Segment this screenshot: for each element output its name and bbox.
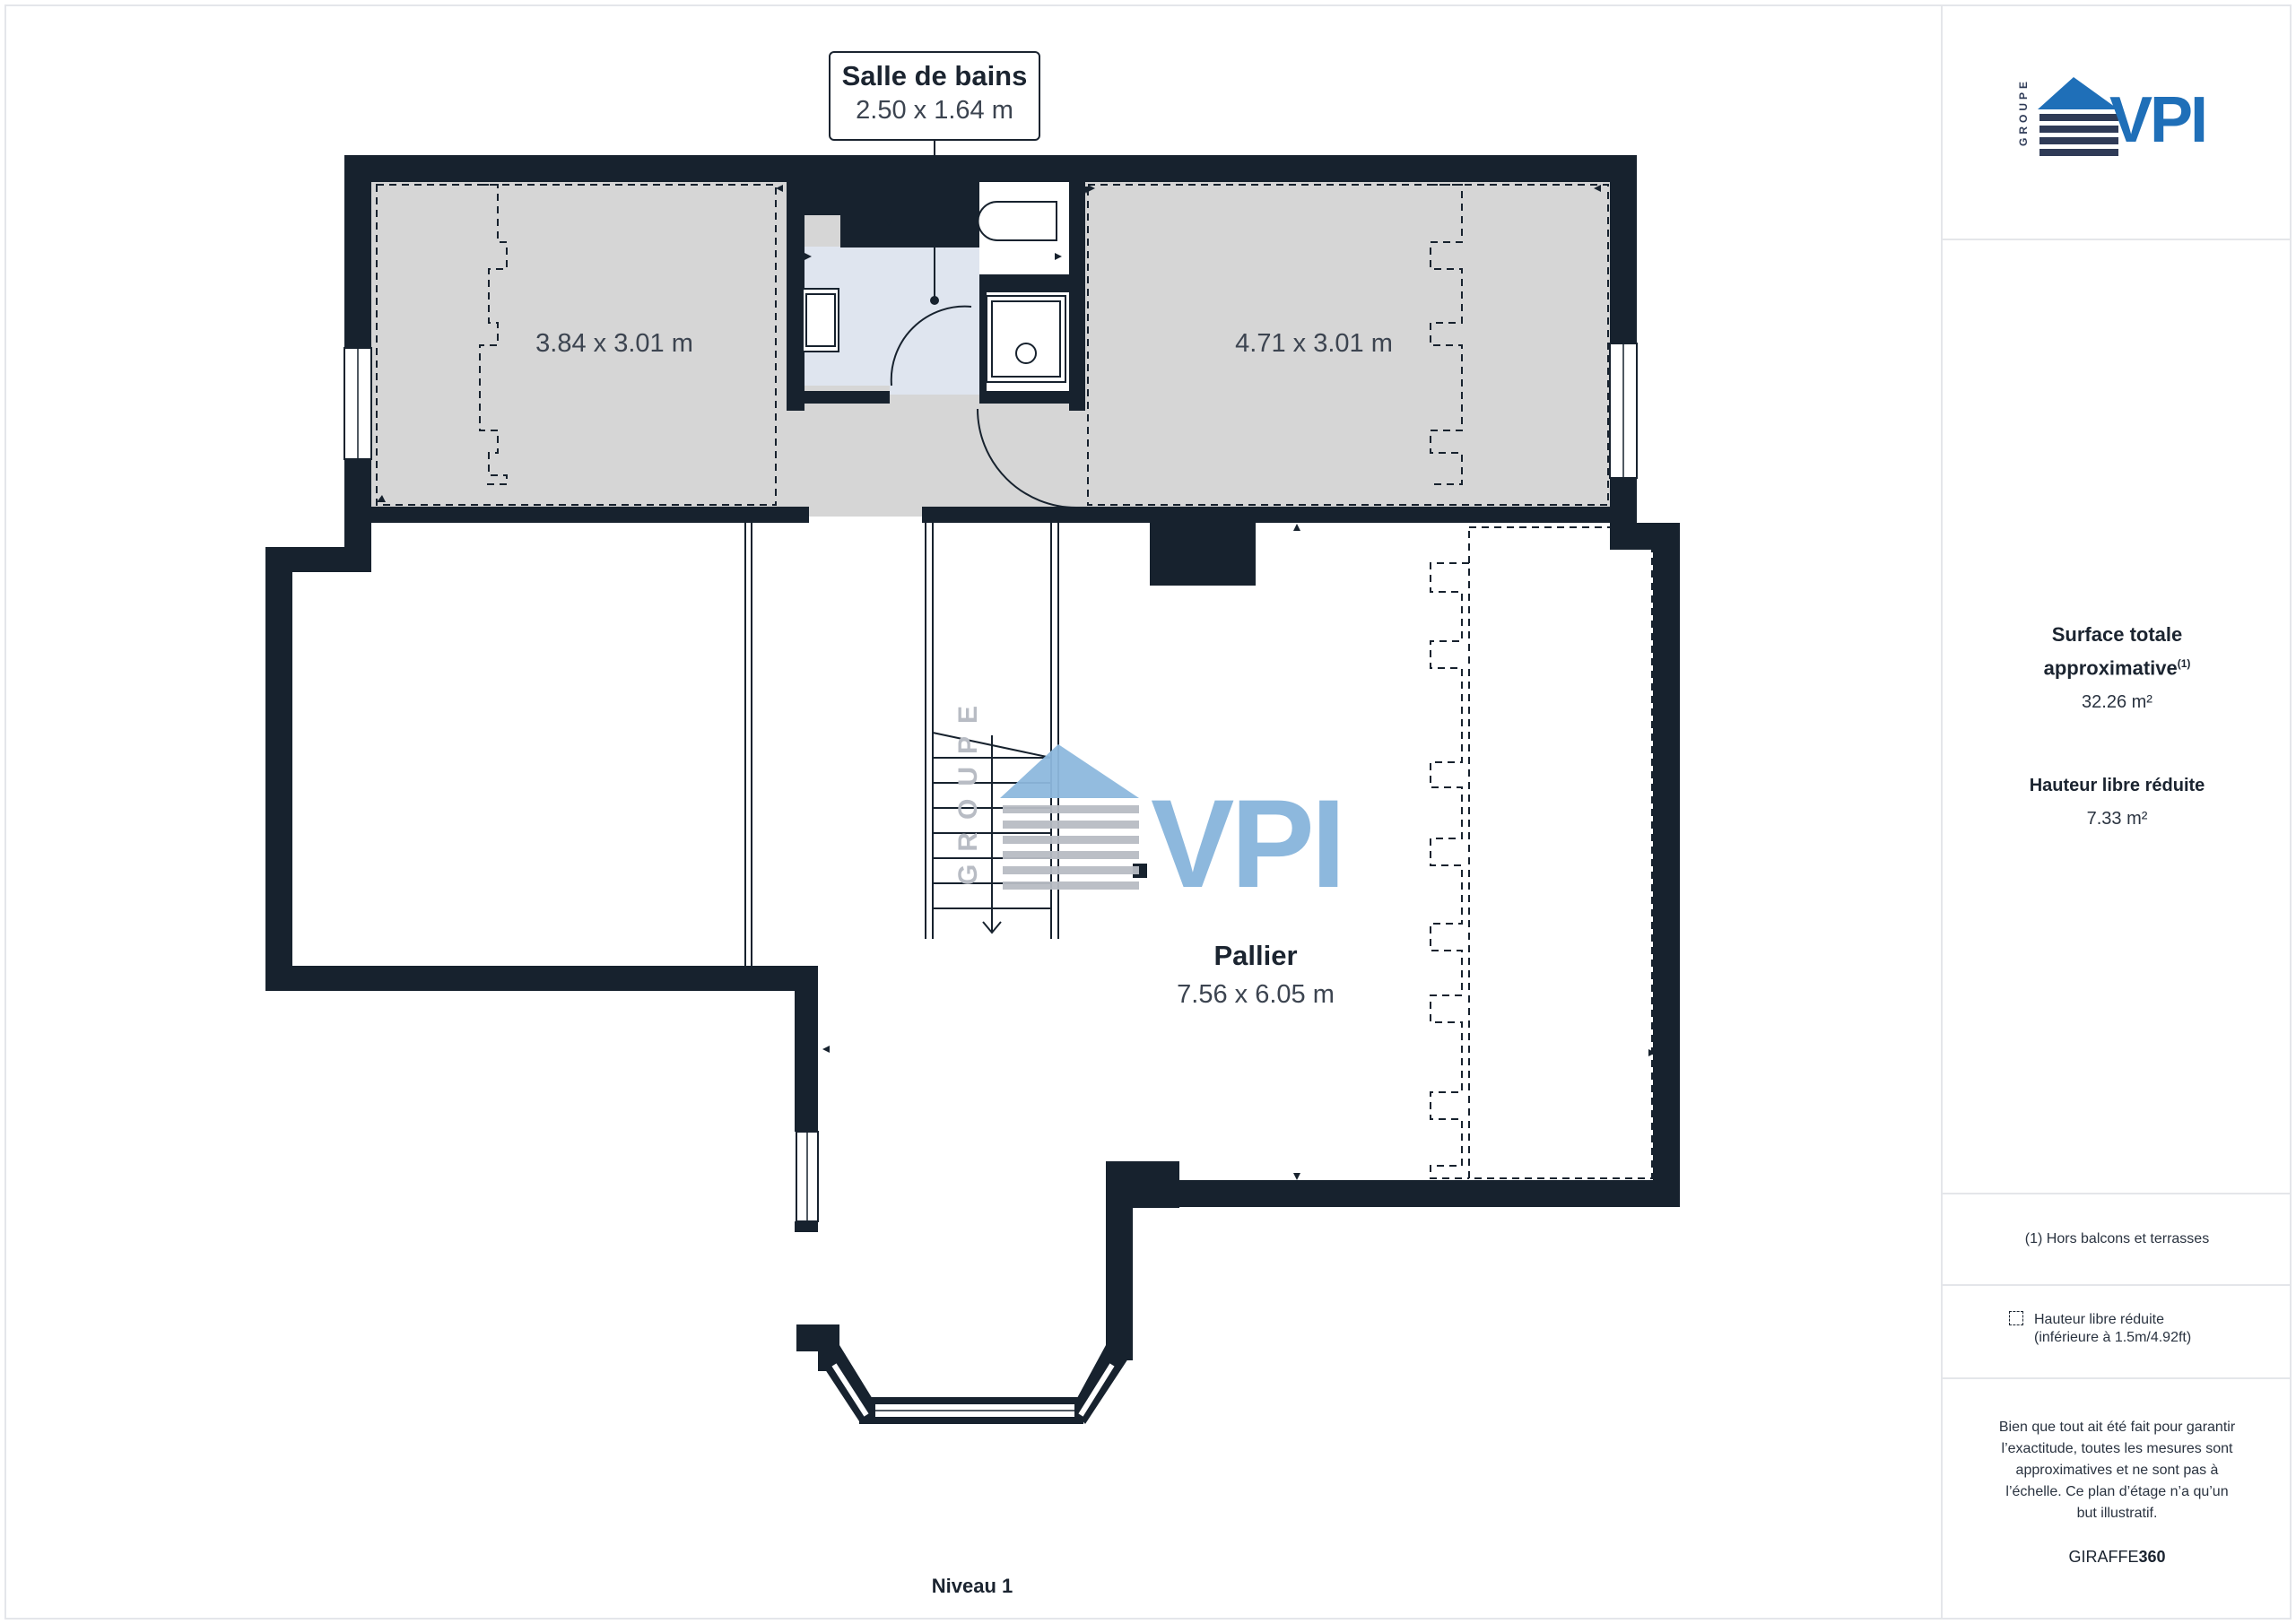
legend-line-1: Hauteur libre réduite	[2034, 1312, 2164, 1327]
floor-label: Niveau 1	[931, 1575, 1013, 1597]
legend-dashed-square-icon	[2009, 1311, 2023, 1325]
watermark-logo	[1000, 744, 1139, 890]
logo-group-word: GROUPE	[2017, 78, 2030, 147]
bathroom-dimensions: 2.50 x 1.64 m	[856, 96, 1013, 125]
bay-glass	[831, 1363, 1115, 1417]
legend-line-2: (inférieure à 1.5m/4.92ft)	[2034, 1330, 2192, 1345]
side-divider-3	[1941, 1284, 2292, 1286]
brand-logo[interactable]: GROUPE VPI	[2009, 72, 2233, 161]
right-attic-dimensions: 4.71 x 3.01 m	[1235, 329, 1393, 358]
side-divider-4	[1941, 1377, 2292, 1379]
side-panel-border	[1941, 6, 1943, 1618]
bay-walls	[818, 1345, 1128, 1424]
total-area-value: 32.26 m²	[2082, 692, 2152, 712]
left-attic-dimensions: 3.84 x 3.01 m	[535, 329, 693, 358]
staircase	[925, 523, 1059, 939]
side-divider-1	[1941, 239, 2292, 240]
watermark-group-word: GROUPE	[953, 692, 983, 885]
logo-house-icon	[2038, 77, 2118, 156]
watermark-brand-name: VPI	[1151, 773, 1346, 914]
reduced-height-value: 7.33 m²	[2086, 809, 2148, 829]
bathroom-label: Salle de bains 2.50 x 1.64 m	[829, 51, 1040, 141]
side-divider-2	[1941, 1193, 2292, 1194]
bathroom-name: Salle de bains	[841, 60, 1028, 91]
total-area-heading: Surface totale approximative(1)	[2043, 623, 2191, 680]
windows	[344, 343, 1638, 1222]
bathroom-pointer-dot	[930, 296, 939, 305]
footnote: (1) Hors balcons et terrasses	[2024, 1231, 2210, 1246]
left-partition	[744, 523, 752, 966]
credit: GIRAFFE360	[2068, 1548, 2166, 1566]
landing-name: Pallier	[1213, 940, 1298, 971]
dimension-arrows	[377, 185, 1656, 1180]
bath-fixtures	[802, 201, 1077, 508]
page-frame	[4, 4, 2292, 1620]
total-area-note-ref: (1)	[2177, 657, 2191, 670]
disclaimer: Bien que tout ait été fait pour garantir…	[1998, 1420, 2236, 1521]
reduced-height-outlines	[376, 184, 1653, 1179]
logo-brand-name: VPI	[2109, 84, 2208, 156]
walls	[265, 155, 1680, 1371]
landing-dimensions: 7.56 x 6.05 m	[1177, 980, 1335, 1009]
reduced-height-heading: Hauteur libre réduite	[2029, 776, 2205, 795]
